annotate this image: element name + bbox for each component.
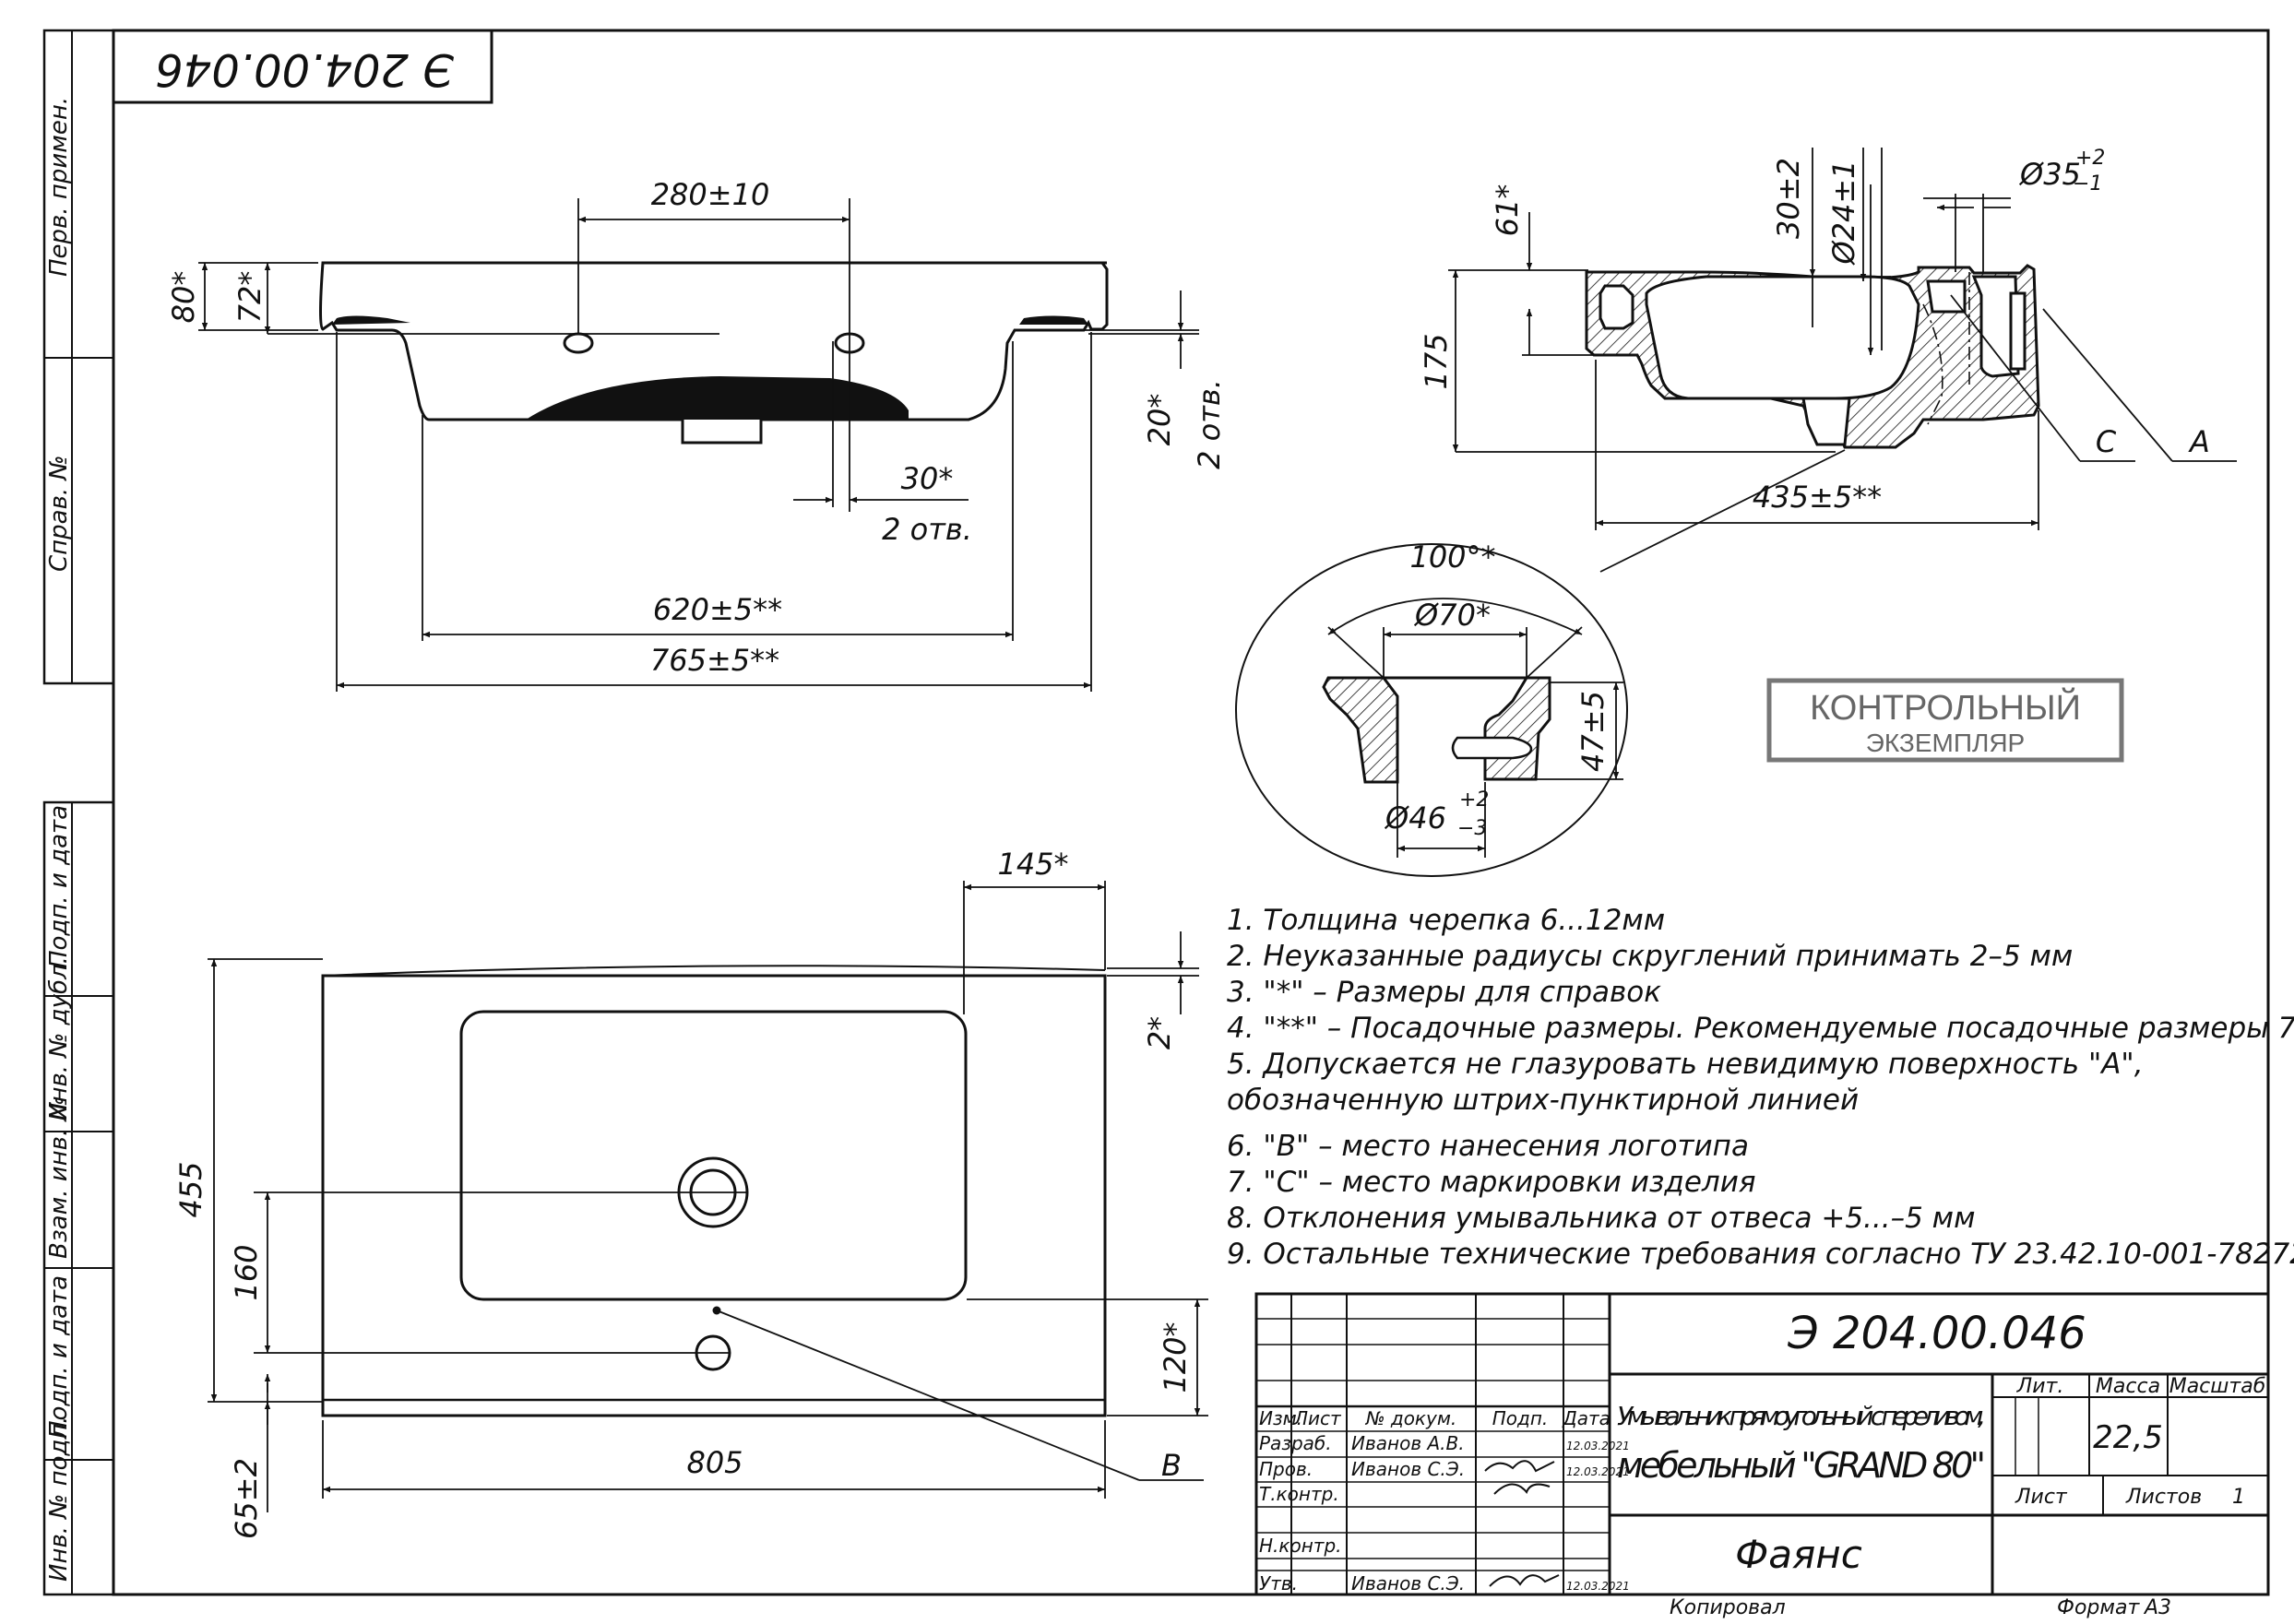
top-view-dims [208,881,1208,1512]
dim-2otv-a: 2 отв. [1192,379,1227,469]
scale-label: Масштаб [2169,1375,2266,1398]
mass-value: 22,5 [2093,1419,2163,1456]
dim-46: Ø46 [1384,800,1446,836]
row-3-role: Т.контр. [1259,1483,1339,1505]
dim-80: 80* [166,271,201,324]
dim-160: 160 [229,1244,264,1300]
dim-65: 65±2 [229,1458,264,1539]
label-b: В [1161,1448,1182,1483]
row-2-date: 12.03.2021 [1566,1465,1630,1478]
dim-175: 175 [1419,333,1454,389]
note-3: 3. "*" – Размеры для справок [1227,976,1661,1009]
note-2: 2. Неуказанные радиусы скруглений приним… [1227,940,2073,973]
sheets-value: 1 [2232,1486,2245,1509]
side-label-perv-primen: Перв. примен. [45,97,73,277]
side-label-inv-dubl: Инв. № дубл. [45,956,73,1120]
row-6-name: Иванов С.Э. [1351,1572,1465,1594]
detail-view [1235,543,1628,877]
dim-280: 280±10 [651,177,770,212]
side-label-inv-podl: Инв. № подл. [45,1417,73,1582]
dim-24: Ø24±1 [1826,160,1861,266]
dim-30: 30* [901,461,954,496]
note-7: 7. "С" – место маркировки изделия [1227,1166,1756,1199]
dim-35-tol-dn: −1 [2073,172,2102,196]
dim-435: 435±5** [1753,480,1882,515]
sheet-label: Лист [2015,1486,2068,1509]
col-data: Дата [1562,1407,1611,1429]
row-6-role: Утв. [1259,1572,1298,1594]
control-copy-stamp: КОНТРОЛЬНЫЙ ЭКЗЕМПЛЯР [1766,678,2124,763]
dim-120: 120* [1158,1322,1193,1393]
copied-label: Копировал [1670,1596,1786,1619]
dim-61: 61* [1490,184,1525,237]
note-4: 4. "**" – Посадочные размеры. Рекомендуе… [1227,1012,2294,1045]
format-label: Формат [2057,1596,2140,1619]
note-5: 5. Допускается не глазуровать невидимую … [1227,1048,2144,1081]
note-6: 6. "В" – место нанесения логотипа [1227,1130,1749,1163]
format-value: А3 [2143,1596,2171,1619]
side-label-vzam-inv: Взам. инв. № [45,1096,73,1259]
dim-620: 620±5** [653,592,782,627]
note-5-cont: обозначенную штрих-пунктирной линией [1227,1084,1859,1117]
doc-number-rotated: Э 204.00.046 [155,43,455,95]
row-6-date: 12.03.2021 [1566,1580,1630,1593]
stamp-line-1: КОНТРОЛЬНЫЙ [1810,686,2081,728]
section-view-dims [1448,148,2237,573]
stamp-line-2: ЭКЗЕМПЛЯР [1866,729,2025,757]
col-izm: Изм. [1259,1407,1302,1429]
note-1: 1. Толщина черепка 6...12мм [1227,904,1665,937]
dim-35-tol-up: +2 [2075,147,2105,170]
dim-100: 100°* [1409,539,1495,575]
row-1-date: 12.03.2021 [1566,1440,1630,1452]
dim-35: Ø35 [2018,157,2081,192]
row-5-role: Н.контр. [1259,1535,1342,1557]
col-podp: Подп. [1492,1407,1549,1429]
dim-46-tol-dn: −3 [1457,817,1487,840]
side-label-sprav-no: Справ. № [45,456,73,572]
side-label-podp-data-2: Подп. и дата [45,1275,73,1439]
title-name-line-2: мебельный "GRAND 80" [1617,1445,1986,1486]
title-block [1254,1292,2270,1596]
detail-view-dims [1327,598,1623,858]
row-2-role: Пров. [1259,1458,1313,1480]
row-2-name: Иванов С.Э. [1351,1458,1465,1480]
front-view [319,261,1109,445]
dim-765: 765±5** [650,643,779,678]
dim-47: 47±5 [1575,691,1611,772]
technical-notes: 1. Толщина черепка 6...12мм 2. Неуказанн… [1227,904,2294,1271]
note-8: 8. Отклонения умывальника от отвеса +5..… [1227,1202,1975,1235]
dim-46-tol-up: +2 [1459,788,1489,812]
title-designation: Э 204.00.046 [1787,1308,2086,1359]
dim-70: Ø70* [1413,598,1491,633]
front-view-dims [198,198,1199,692]
title-material: Фаянс [1735,1532,1862,1577]
row-1-role: Разраб. [1259,1432,1332,1454]
title-name-line-1: Умывальник прямоугольный с переливом, [1617,1401,1986,1431]
col-ndokum: № докум. [1365,1407,1457,1429]
signatures [1484,1460,1560,1587]
side-label-podp-data-1: Подп. и дата [45,805,73,968]
dim-2: 2* [1142,1016,1177,1049]
label-a: А [2188,424,2210,459]
col-list: Лист [1293,1407,1342,1429]
dim-145: 145* [997,847,1068,882]
label-c: С [2096,424,2117,459]
dim-2otv-b: 2 отв. [882,512,972,547]
note-9: 9. Остальные технические требования согл… [1227,1238,2294,1271]
dim-20: 20* [1142,394,1177,446]
dim-72: 72* [232,271,267,324]
drawing-frame [42,29,2270,1596]
dim-805: 805 [686,1445,743,1480]
mass-label: Масса [2096,1375,2160,1398]
row-1-name: Иванов А.В. [1351,1432,1465,1454]
section-view [1585,264,2040,449]
dim-455: 455 [173,1161,208,1217]
top-view [321,965,1107,1417]
dim-30-2: 30±2 [1771,158,1806,239]
lit-label: Лит. [2016,1375,2064,1398]
sheets-label: Листов [2125,1486,2202,1509]
